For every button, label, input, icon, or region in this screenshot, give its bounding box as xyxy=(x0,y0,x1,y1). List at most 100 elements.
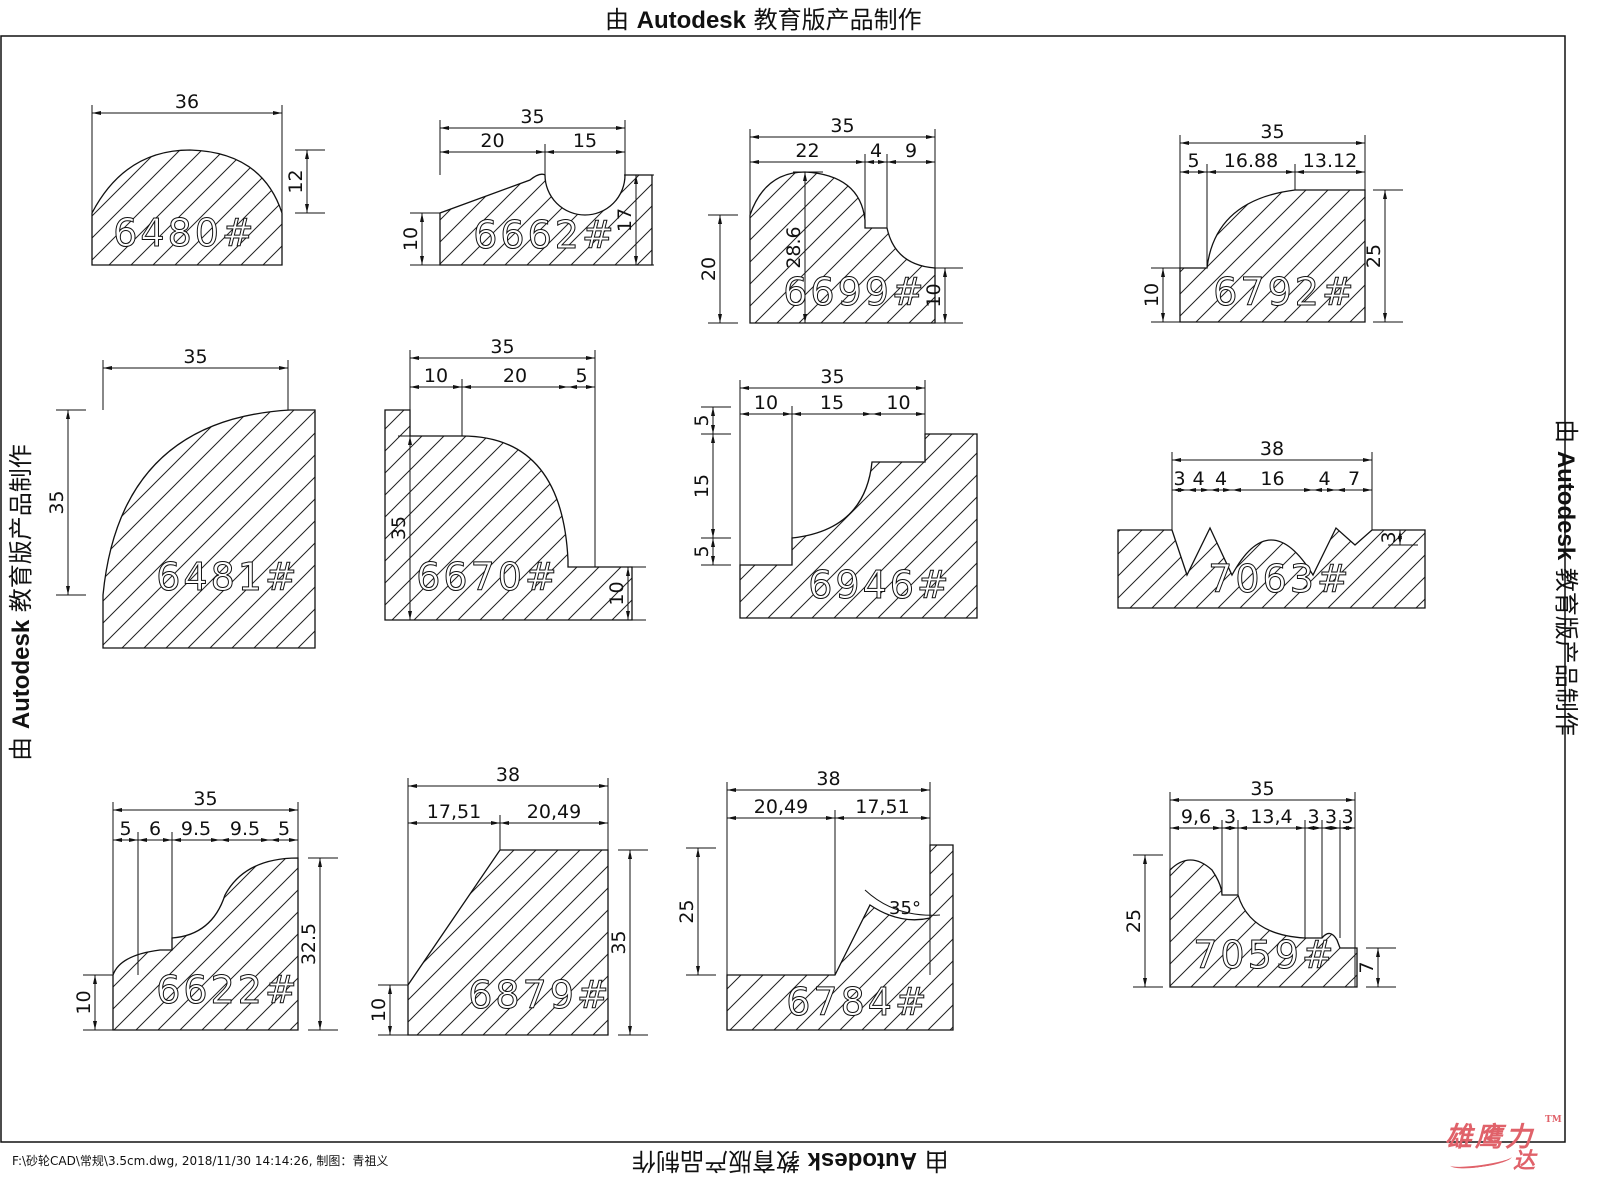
dimension-text: 35 xyxy=(830,115,854,137)
dimension-arrow xyxy=(420,213,424,222)
dimension-arrow xyxy=(1172,458,1181,462)
dimension-arrow xyxy=(279,366,288,370)
dimension-arrow xyxy=(270,838,279,842)
watermark-prefix: 由 xyxy=(1551,419,1580,451)
dimension-arrow xyxy=(1304,488,1313,492)
watermark-brand: Autodesk xyxy=(7,619,35,730)
dimension-text: 20 xyxy=(698,257,720,281)
profile-section xyxy=(1169,859,1358,988)
dimension-arrow xyxy=(1213,826,1222,830)
dimension-text: 25 xyxy=(1363,244,1385,268)
profile-label: 7063# xyxy=(1208,557,1352,601)
dimension-arrow xyxy=(1229,826,1238,830)
dimension-text: 35 xyxy=(608,930,630,954)
dimension-text: 5 xyxy=(575,365,587,387)
dimension-arrow xyxy=(220,838,229,842)
dimension-text: 12 xyxy=(285,169,307,193)
dimension-arrow xyxy=(921,816,930,820)
dimension-arrow xyxy=(1376,978,1380,987)
dimension-arrow xyxy=(408,784,417,788)
dimension-text: 17,51 xyxy=(427,801,481,823)
dimension-arrow xyxy=(1398,536,1402,545)
profile-label: 6946# xyxy=(808,563,952,607)
dimension-text: 25 xyxy=(676,899,698,923)
dimension-text: 15 xyxy=(691,474,713,498)
dimension-text: 13,4 xyxy=(1250,806,1292,828)
profile-label: 6792# xyxy=(1213,270,1357,314)
dimension-arrow xyxy=(1232,488,1241,492)
dimension-arrow xyxy=(696,848,700,857)
profile-section xyxy=(384,409,633,621)
dimension-arrow xyxy=(305,204,309,213)
dimension-arrow xyxy=(500,821,509,825)
dimension-arrow xyxy=(1327,488,1336,492)
dimension-arrow xyxy=(599,821,608,825)
dimension-arrow xyxy=(943,314,947,323)
dimension-text: 7 xyxy=(1348,468,1360,490)
dimension-text: 35 xyxy=(1250,778,1274,800)
dimension-text: 3 xyxy=(1307,806,1319,828)
dimension-arrow xyxy=(616,126,625,130)
dimension-arrow xyxy=(711,538,715,547)
dimension-text: 3 xyxy=(1325,806,1337,828)
profile-label: 6879# xyxy=(468,973,612,1017)
dimension-text: 10 xyxy=(1141,283,1163,307)
dimension-arrow xyxy=(138,838,147,842)
dimension-text: 5 xyxy=(278,818,290,840)
dimension-arrow xyxy=(1305,826,1314,830)
dimension-text: 3 xyxy=(1224,806,1236,828)
dimension-arrow xyxy=(1356,170,1365,174)
dimension-text: 35 xyxy=(490,336,514,358)
dimension-arrow xyxy=(826,816,835,820)
dimension-text: 9.5 xyxy=(230,818,260,840)
dimension-arrow xyxy=(740,386,749,390)
dimension-text: 13.12 xyxy=(1303,150,1357,172)
dimension-arrow xyxy=(1143,978,1147,987)
dimension-arrow xyxy=(711,425,715,434)
dimension-arrow xyxy=(835,816,844,820)
dimension-arrow xyxy=(750,135,759,139)
dimension-arrow xyxy=(792,412,801,416)
dimension-arrow xyxy=(1346,826,1355,830)
dimension-text: 32.5 xyxy=(298,923,320,965)
profile-label: 7059# xyxy=(1193,933,1337,977)
dimension-text: 16.88 xyxy=(1224,150,1278,172)
dimension-text: 28.6 xyxy=(783,226,805,268)
dimension-arrow xyxy=(462,385,471,389)
dimension-text: 25 xyxy=(1123,909,1145,933)
dimension-arrow xyxy=(1356,141,1365,145)
dimension-arrow xyxy=(634,256,638,265)
watermark-prefix: 由 xyxy=(605,6,637,34)
dimension-arrow xyxy=(711,434,715,443)
dimension-arrow xyxy=(921,788,930,792)
dimension-arrow xyxy=(289,808,298,812)
watermark-left: 由 Autodesk 教育版产品制作 xyxy=(1,444,36,761)
profile-section xyxy=(91,149,283,266)
dimension-arrow xyxy=(93,1021,97,1030)
dimension-text: 35 xyxy=(193,788,217,810)
watermark-brand: Autodesk xyxy=(636,7,746,34)
dimension-text: 35 xyxy=(820,366,844,388)
dimension-arrow xyxy=(740,412,749,416)
dimension-arrow xyxy=(1178,488,1187,492)
profile-section xyxy=(112,857,299,1031)
profile-label: 6480# xyxy=(113,211,257,255)
profile-section xyxy=(439,173,653,266)
dimension-arrow xyxy=(1322,826,1331,830)
dimension-arrow xyxy=(626,611,630,620)
dimension-arrow xyxy=(103,366,112,370)
dimension-text: 7 xyxy=(1356,961,1378,973)
dimension-arrow xyxy=(408,436,412,445)
watermark-prefix: 由 xyxy=(917,1147,949,1175)
dimension-arrow xyxy=(887,160,896,164)
dimension-arrow xyxy=(634,175,638,184)
dimension-arrow xyxy=(711,556,715,565)
dimension-text: 17 xyxy=(614,208,636,232)
dimension-arrow xyxy=(727,816,736,820)
dimension-arrow xyxy=(1238,826,1247,830)
dimension-text: 4 xyxy=(1215,468,1227,490)
